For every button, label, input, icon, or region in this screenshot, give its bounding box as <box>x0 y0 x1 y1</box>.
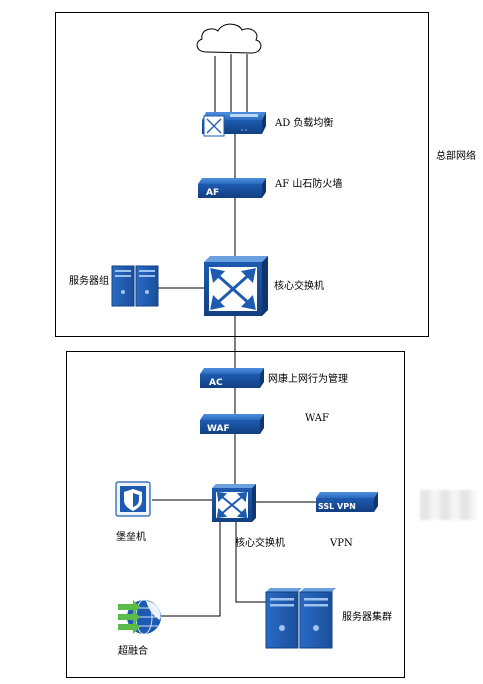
hq-region-label: 总部网络 <box>436 151 476 162</box>
connection-lines <box>152 54 316 617</box>
waf-device[interactable]: WAF <box>200 414 264 434</box>
hq-core-switch-label: 核心交换机 <box>274 281 324 292</box>
hci-label: 超融合 <box>118 646 148 657</box>
waf-badge: WAF <box>207 424 230 434</box>
hq-servers-label: 服务器组 <box>69 276 109 287</box>
af-badge: AF <box>206 188 219 198</box>
switch-icon <box>216 491 248 519</box>
switch-icon <box>210 268 256 310</box>
af-firewall-device[interactable]: AF <box>198 178 266 198</box>
vpn-badge: SSL VPN <box>318 502 356 511</box>
hq-server-group[interactable] <box>111 265 159 307</box>
server-rack-icon <box>265 588 336 649</box>
switch-icon <box>206 118 222 134</box>
ssl-vpn-device[interactable]: SSL VPN <box>316 492 378 512</box>
waf-label: WAF <box>305 413 329 424</box>
hq-network-frame <box>55 12 429 337</box>
server-rack-icon <box>111 265 159 307</box>
branch-core-switch-label: 核心交换机 <box>235 538 285 549</box>
server-cluster[interactable] <box>265 588 336 649</box>
vpn-label: VPN <box>330 538 353 549</box>
cloud-icon <box>196 23 262 54</box>
bastion-label: 堡垒机 <box>116 532 146 543</box>
branch-core-switch[interactable] <box>212 484 256 522</box>
af-label: AF 山石防火墙 <box>275 179 343 190</box>
ad-label: AD 负载均衡 <box>275 118 334 129</box>
hq-core-switch[interactable] <box>204 256 268 316</box>
ac-label: 网康上网行为管理 <box>268 374 348 385</box>
ac-behavior-mgmt-device[interactable]: AC <box>200 368 264 388</box>
bastion-host[interactable] <box>115 481 151 517</box>
ac-badge: AC <box>209 378 223 388</box>
globe-arrows-icon <box>118 599 161 635</box>
hci-node[interactable] <box>118 599 161 635</box>
ad-load-balancer-device[interactable] <box>202 112 266 137</box>
cluster-label: 服务器集群 <box>342 612 392 623</box>
blurred-region <box>420 490 476 520</box>
